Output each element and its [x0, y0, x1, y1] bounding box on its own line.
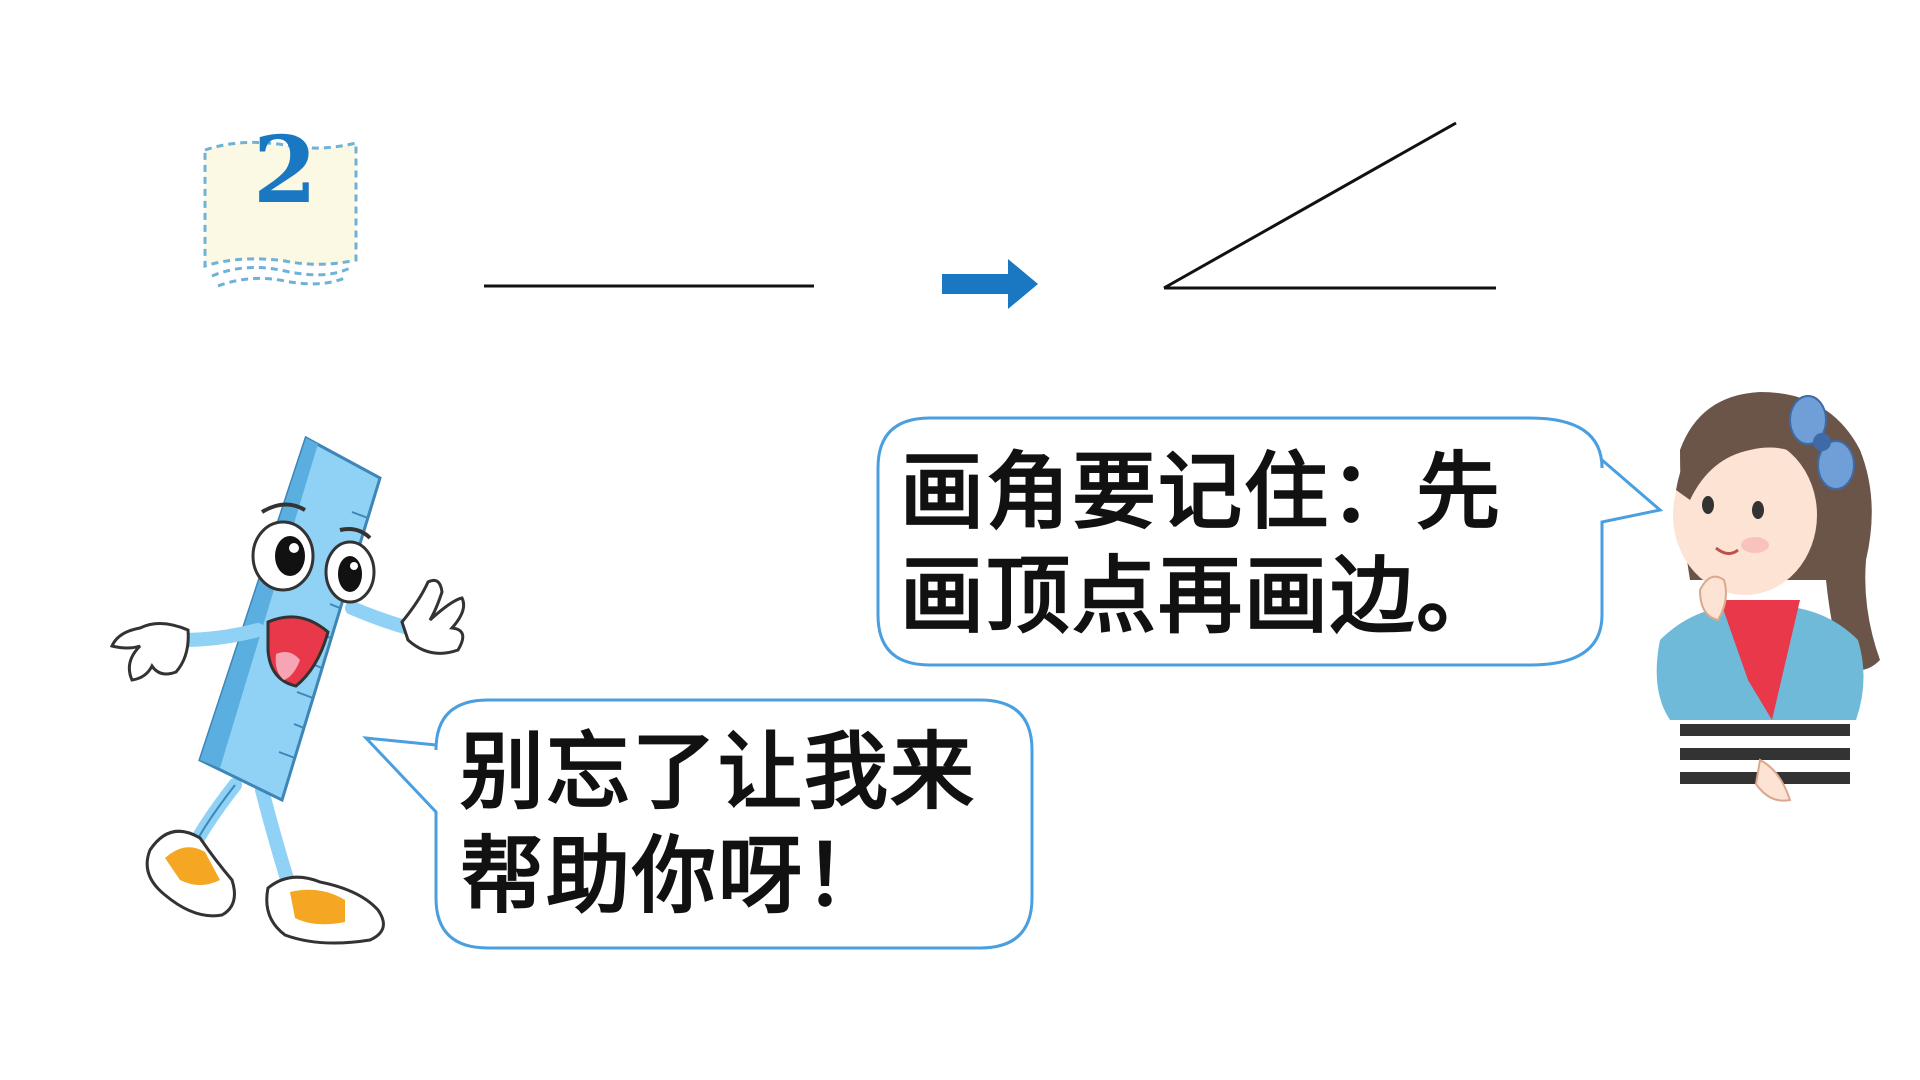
angle-figure	[1163, 121, 1496, 290]
book-icon	[203, 140, 358, 269]
hair-bow-icon	[1789, 395, 1855, 490]
left-hand-icon	[109, 622, 190, 682]
lesson-number: 2	[252, 116, 317, 224]
right-shoe-icon	[265, 875, 385, 945]
ruler-bubble-line-1: 别忘了让我来	[460, 723, 977, 821]
girl-bubble-line-1: 画角要记住：先	[900, 443, 1503, 541]
ruler-eyes	[251, 502, 376, 604]
red-scarf-icon	[1720, 600, 1800, 720]
right-hand-icon	[400, 578, 466, 655]
girl-character	[1656, 392, 1880, 802]
speech-bubble-girl	[876, 416, 1664, 667]
girl-bubble-line-2: 画顶点再画边。	[900, 547, 1503, 645]
ruler-bubble-line-2: 帮助你呀！	[460, 827, 891, 925]
arrow-right-icon	[942, 259, 1038, 309]
speech-bubble-ruler	[362, 698, 1034, 950]
ruler-character	[109, 435, 466, 945]
left-shoe-icon	[145, 829, 236, 918]
lesson-badge	[203, 140, 358, 288]
